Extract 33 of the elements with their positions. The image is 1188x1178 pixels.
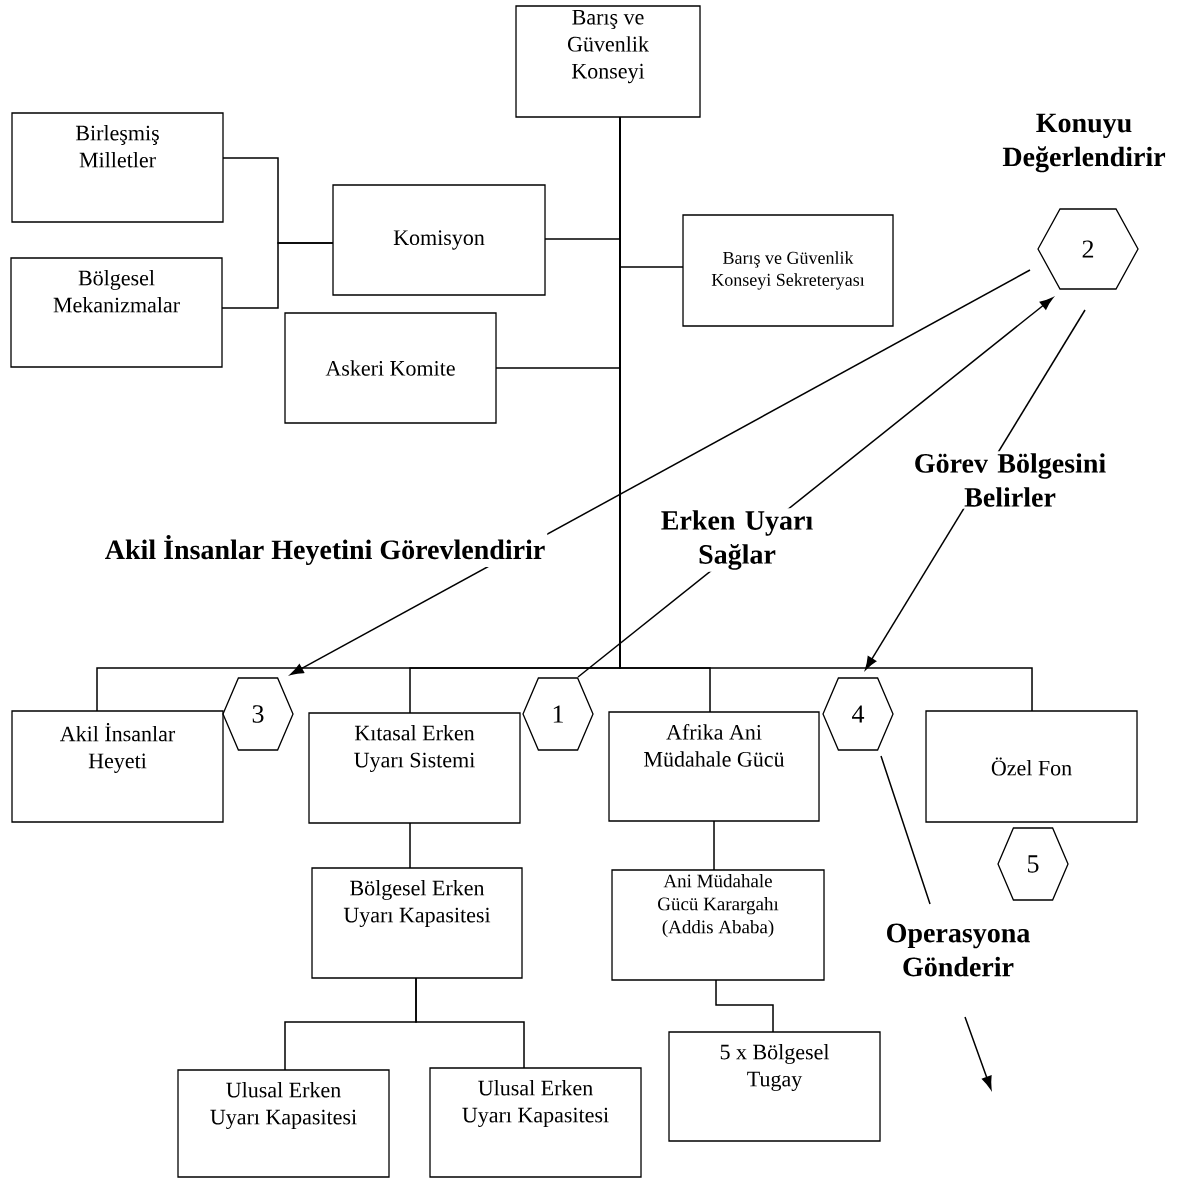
- arrow: [880, 755, 992, 1090]
- numbered-hexagon: 1: [522, 677, 594, 751]
- org-box: Askeri Komite: [284, 312, 497, 424]
- edge-label: Akil İnsanlar Heyetini Görevlendirir: [102, 533, 548, 567]
- numbered-hexagon: 2: [1037, 208, 1139, 290]
- edge-label: Görev Bölgesini Belirler: [903, 451, 1117, 509]
- connector-line: [221, 242, 334, 309]
- connector-line: [715, 979, 774, 1033]
- org-box: Barış ve Güvenlik Konseyi Sekreteryası: [682, 214, 894, 327]
- connector-line: [619, 116, 1033, 712]
- arrow: [290, 269, 1031, 676]
- org-box: Kıtasal Erken Uyarı Sistemi: [308, 712, 521, 824]
- org-box: Akil İnsanlar Heyeti: [11, 710, 224, 823]
- org-box: Bölgesel Mekanizmalar: [10, 257, 223, 368]
- org-box: Ulusal Erken Uyarı Kapasitesi: [177, 1069, 390, 1178]
- org-box: Komisyon: [332, 184, 546, 296]
- org-box: 5 x Bölgesel Tugay: [668, 1031, 881, 1142]
- edge-label: Erken Uyarı Sağlar: [640, 508, 834, 572]
- org-box: Ani Müdahale Gücü Karargahı (Addis Ababa): [611, 869, 825, 981]
- org-box: Bölgesel Erken Uyarı Kapasitesi: [311, 867, 523, 979]
- numbered-hexagon: 5: [997, 827, 1069, 901]
- numbered-hexagon: 3: [222, 677, 294, 751]
- hexagon-caption: Konuyu Değerlendirir: [1002, 113, 1166, 173]
- org-box: Birleşmiş Milletler: [11, 112, 224, 223]
- numbered-hexagon: 4: [822, 677, 894, 751]
- org-box: Ulusal Erken Uyarı Kapasitesi: [429, 1067, 642, 1178]
- connector-line: [409, 822, 411, 869]
- edge-label: Operasyona Gönderir: [868, 921, 1048, 979]
- org-box: Barış ve Güvenlik Konseyi: [515, 5, 701, 118]
- connector-line: [713, 820, 715, 871]
- org-box: Özel Fon: [925, 710, 1138, 823]
- org-box: Afrika Ani Müdahale Gücü: [608, 711, 820, 822]
- connector-line: [415, 977, 525, 1069]
